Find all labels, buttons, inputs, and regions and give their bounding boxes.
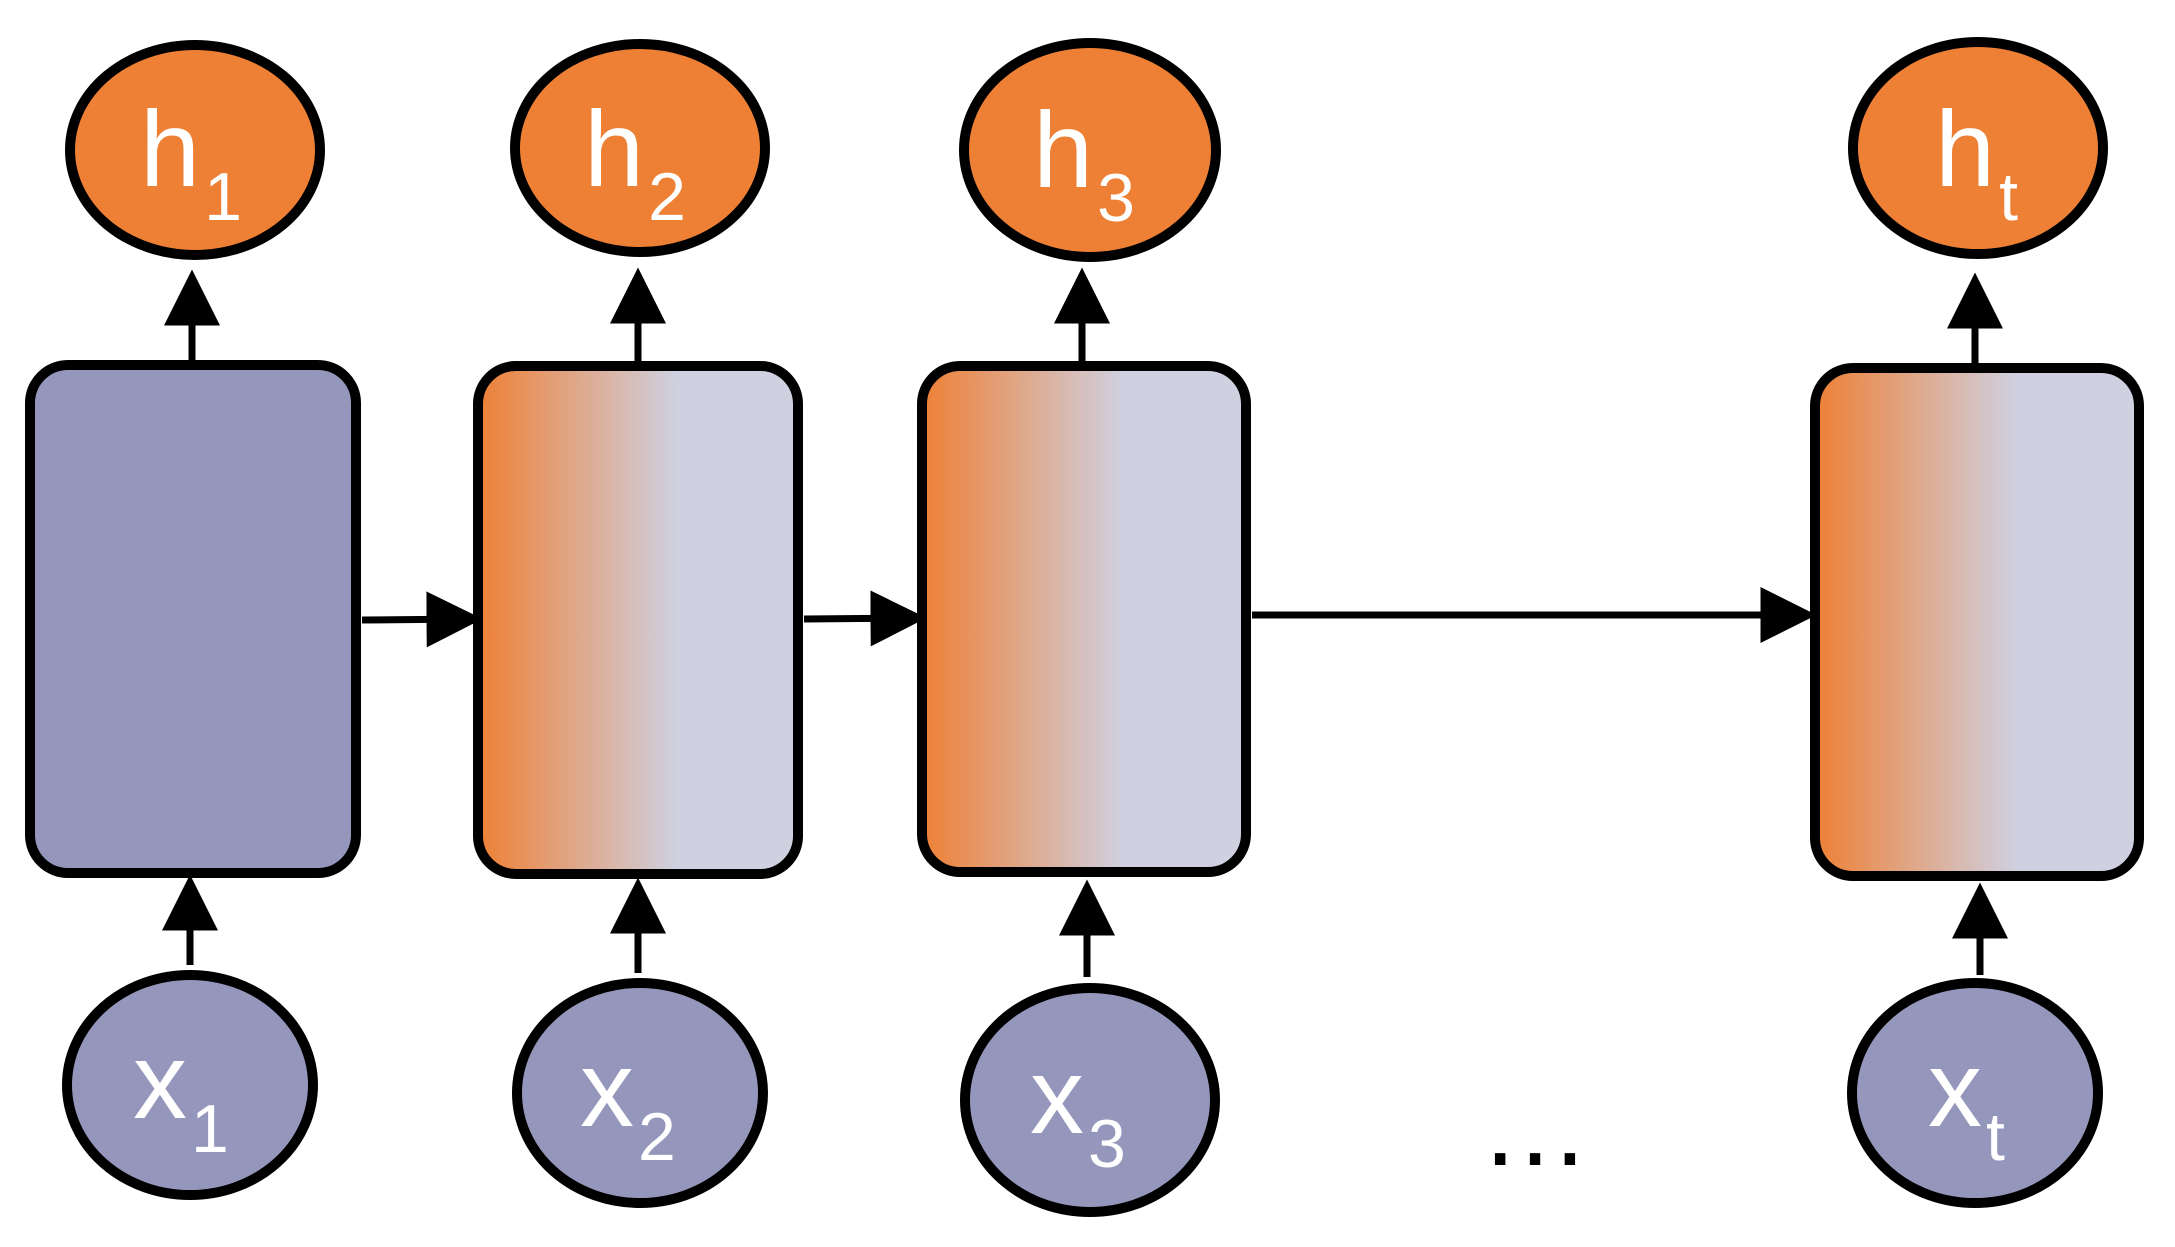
- vertical-connections: [162, 267, 2008, 977]
- hidden-node-2-base: h: [584, 88, 644, 209]
- input-node-2: x2: [512, 978, 768, 1208]
- input-node-t-base: x: [1928, 1028, 1982, 1149]
- svg-text:h2: h2: [584, 88, 686, 235]
- rnn-cells: [25, 360, 2144, 881]
- hidden-node-1-sub: 1: [204, 159, 242, 235]
- hidden-node-2: h2: [510, 39, 770, 257]
- hidden-node-t: ht: [1848, 37, 2108, 259]
- svg-text:x2: x2: [580, 1028, 676, 1175]
- svg-text:ht: ht: [1935, 88, 2018, 235]
- hidden-node-3-base: h: [1033, 89, 1093, 210]
- input-node-2-base: x: [580, 1028, 634, 1149]
- svg-text:xt: xt: [1928, 1028, 2005, 1175]
- svg-text:x3: x3: [1030, 1035, 1126, 1182]
- recurrent-arrow-1-2: [361, 591, 483, 648]
- rnn-cell-t: [1810, 363, 2144, 881]
- input-node-t: xt: [1847, 978, 2103, 1208]
- input-node-3-sub: 3: [1088, 1106, 1126, 1182]
- rnn-cell-1: [25, 360, 361, 878]
- svg-text:h1: h1: [140, 88, 242, 235]
- input-node-2-sub: 2: [638, 1099, 676, 1175]
- hidden-node-3: h3: [959, 38, 1221, 262]
- svg-text:h3: h3: [1033, 89, 1135, 236]
- hidden-node-1-base: h: [140, 88, 200, 209]
- hidden-node-3-sub: 3: [1097, 160, 1135, 236]
- hidden-node-1: h1: [65, 40, 325, 260]
- input-node-1-sub: 1: [191, 1091, 229, 1167]
- hidden-node-t-base: h: [1935, 88, 1995, 209]
- rnn-cell-2: [473, 361, 803, 879]
- svg-text:x1: x1: [133, 1020, 229, 1167]
- input-node-t-sub: t: [1986, 1099, 2005, 1175]
- input-node-3: x3: [960, 983, 1220, 1217]
- recurrent-arrow-2-3: [803, 590, 927, 647]
- hidden-state-nodes: h1 h2 h3 ht: [65, 37, 2108, 262]
- input-node-1: x1: [62, 970, 318, 1200]
- sequence-ellipsis: …: [1480, 1066, 1590, 1189]
- input-nodes: x1 x2 x3 xt: [62, 970, 2103, 1217]
- input-node-1-base: x: [133, 1020, 187, 1141]
- hidden-node-t-sub: t: [1999, 159, 2018, 235]
- hidden-node-2-sub: 2: [648, 159, 686, 235]
- recurrent-connections: [361, 587, 1817, 648]
- rnn-cell-3: [917, 361, 1251, 877]
- input-node-3-base: x: [1030, 1035, 1084, 1156]
